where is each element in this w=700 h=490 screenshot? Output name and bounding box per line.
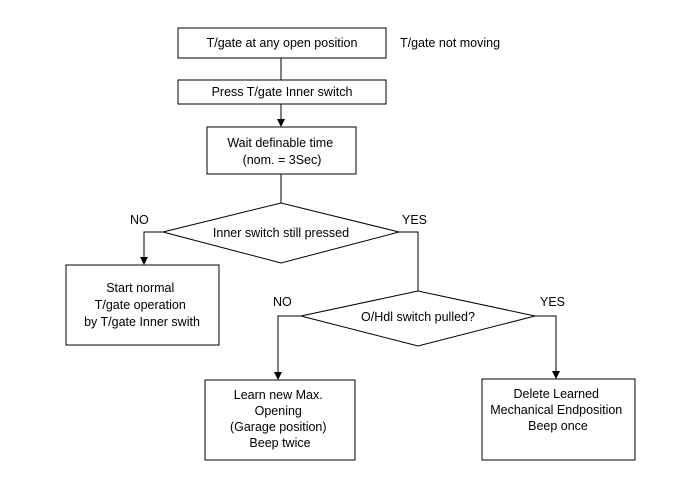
connector-inner-yes — [399, 231, 419, 291]
delete-endposition-text: Delete Learned Mechanical Endposition Be… — [490, 387, 626, 433]
wait-box-text: Wait definable time (nom. = 3Sec) — [227, 136, 336, 167]
connector-inner-no — [143, 231, 163, 257]
decision-handle-switch-text: O/Hdl switch pulled? — [361, 310, 475, 324]
delete-endposition-box — [481, 378, 636, 461]
learn-opening-box — [204, 379, 356, 461]
decision-inner-switch-text: Inner switch still pressed — [213, 226, 349, 240]
learn-opening-text: Learn new Max. Opening (Garage position)… — [230, 388, 330, 450]
connector-handle-yes — [535, 315, 557, 371]
press-box-text: Press T/gate Inner switch — [212, 85, 353, 99]
normal-operation-text: Start normal T/gate operation by T/gate … — [84, 281, 200, 329]
start-note-text: T/gate not moving — [400, 36, 500, 50]
arrowhead-into-delete — [552, 371, 560, 379]
connector-handle-no — [277, 315, 301, 372]
inner-no-label: NO — [130, 213, 149, 227]
handle-yes-label: YES — [540, 295, 565, 309]
decision-handle-switch — [300, 290, 536, 347]
wait-box — [206, 126, 357, 175]
arrowhead-into-wait — [277, 119, 285, 127]
start-box — [177, 27, 387, 59]
decision-inner-switch — [162, 202, 400, 264]
press-box — [177, 79, 387, 105]
handle-no-label: NO — [273, 295, 292, 309]
start-box-text: T/gate at any open position — [207, 36, 358, 50]
inner-yes-label: YES — [402, 213, 427, 227]
arrowhead-into-normal — [140, 257, 148, 265]
arrowhead-into-learn — [274, 372, 282, 380]
normal-operation-box — [65, 264, 220, 346]
